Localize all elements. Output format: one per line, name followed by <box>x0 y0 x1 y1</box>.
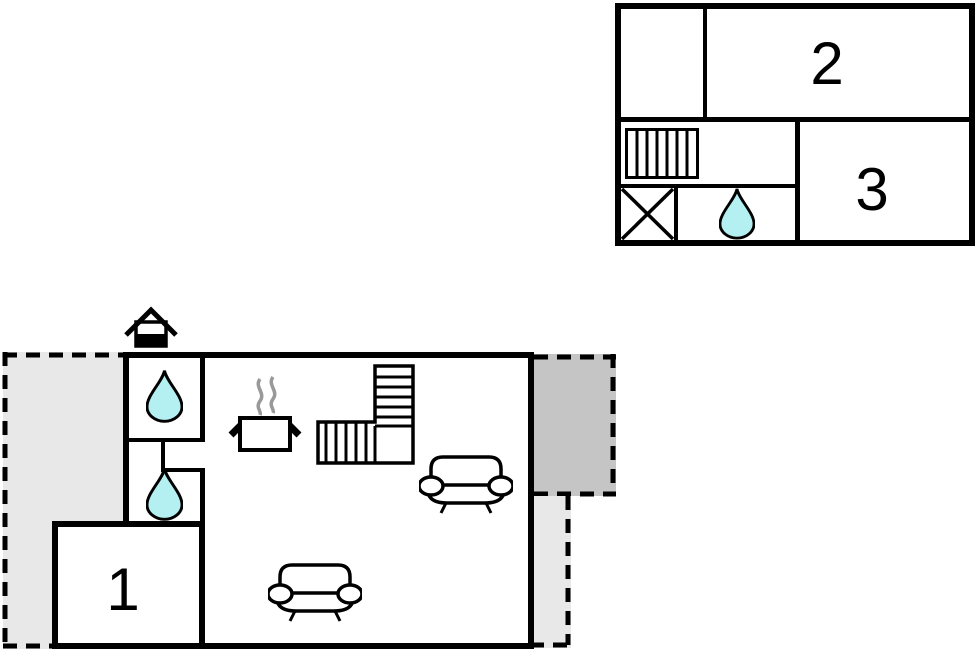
room-3-label: 3 <box>855 156 889 223</box>
staircase-icon <box>316 364 415 465</box>
sofa-icon <box>268 563 362 622</box>
cooking-pot-icon <box>228 375 302 452</box>
wall-segment <box>621 117 969 122</box>
room-1-label: 1 <box>106 556 140 623</box>
terrace-right-upper <box>530 354 616 497</box>
wall-segment <box>163 468 205 472</box>
room-2-label: 2 <box>810 30 844 97</box>
ground-floor-building <box>123 352 534 649</box>
water-drop-icon <box>146 468 183 521</box>
room-1: 1 <box>52 521 205 649</box>
cross-box-icon <box>621 188 674 240</box>
chimney-icon <box>124 306 178 348</box>
wall-segment <box>621 184 800 188</box>
sofa-icon <box>419 455 513 514</box>
steam-line <box>269 375 277 414</box>
wall-segment <box>200 358 205 440</box>
upper-floor-building: 2 3 <box>615 3 975 246</box>
steam-line <box>256 377 264 416</box>
staircase-icon <box>625 128 699 179</box>
wall-segment <box>129 438 205 442</box>
wall-segment <box>703 9 707 117</box>
wall-segment <box>674 188 678 240</box>
terrace-right-lower <box>530 496 571 648</box>
water-drop-icon <box>719 188 755 240</box>
water-drop-icon <box>146 370 183 423</box>
door-divider <box>161 438 165 472</box>
wall-segment <box>795 122 800 240</box>
